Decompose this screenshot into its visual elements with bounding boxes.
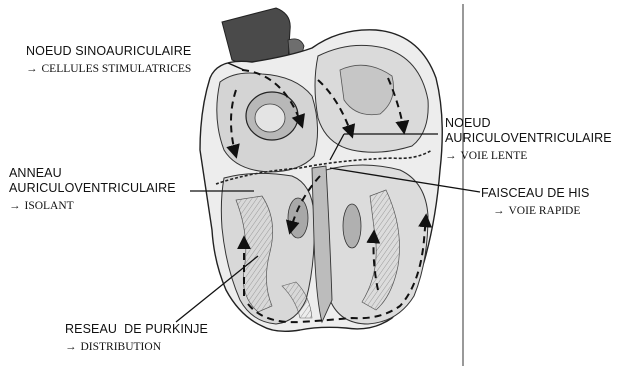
ring-title-line2: AURICULOVENTRICULAIRE [9, 181, 176, 196]
purkinje-title: RESEAU DE PURKINJE [65, 322, 208, 337]
sa-subtitle-row: → CELLULES STIMULATRICES [26, 62, 191, 77]
atrium-opening-inner [255, 104, 285, 132]
purkinje-subtitle: DISTRIBUTION [81, 341, 162, 353]
label-av-node: NOEUD AURICULOVENTRICULAIRE → VOIE LENTE [445, 116, 612, 164]
arrow-icon: → [26, 63, 38, 75]
ring-subtitle: ISOLANT [25, 200, 74, 212]
sa-title: NOEUD SINOAURICULAIRE [26, 44, 191, 59]
arrow-icon: → [445, 150, 457, 162]
label-sinoatrial-node: NOEUD SINOAURICULAIRE → CELLULES STIMULAT… [26, 44, 191, 77]
ring-subtitle-row: → ISOLANT [9, 199, 176, 214]
purkinje-subtitle-row: → DISTRIBUTION [65, 340, 208, 355]
av-title-line1: NOEUD [445, 116, 612, 131]
ring-title-line1: ANNEAU [9, 166, 176, 181]
label-bundle-of-his: FAISCEAU DE HIS → VOIE RAPIDE [481, 186, 589, 219]
arrow-icon: → [493, 205, 505, 217]
arrow-icon: → [65, 341, 77, 353]
arrow-icon: → [9, 200, 21, 212]
his-title: FAISCEAU DE HIS [481, 186, 589, 201]
av-title-line2: AURICULOVENTRICULAIRE [445, 131, 612, 146]
sa-subtitle: CELLULES STIMULATRICES [42, 63, 192, 75]
his-subtitle: VOIE RAPIDE [509, 205, 581, 217]
av-subtitle: VOIE LENTE [461, 150, 528, 162]
his-subtitle-row: → VOIE RAPIDE [493, 204, 589, 219]
label-purkinje-network: RESEAU DE PURKINJE → DISTRIBUTION [65, 322, 208, 355]
label-av-ring: ANNEAU AURICULOVENTRICULAIRE → ISOLANT [9, 166, 176, 214]
papillary-muscle-right [343, 204, 361, 248]
av-subtitle-row: → VOIE LENTE [445, 149, 612, 164]
